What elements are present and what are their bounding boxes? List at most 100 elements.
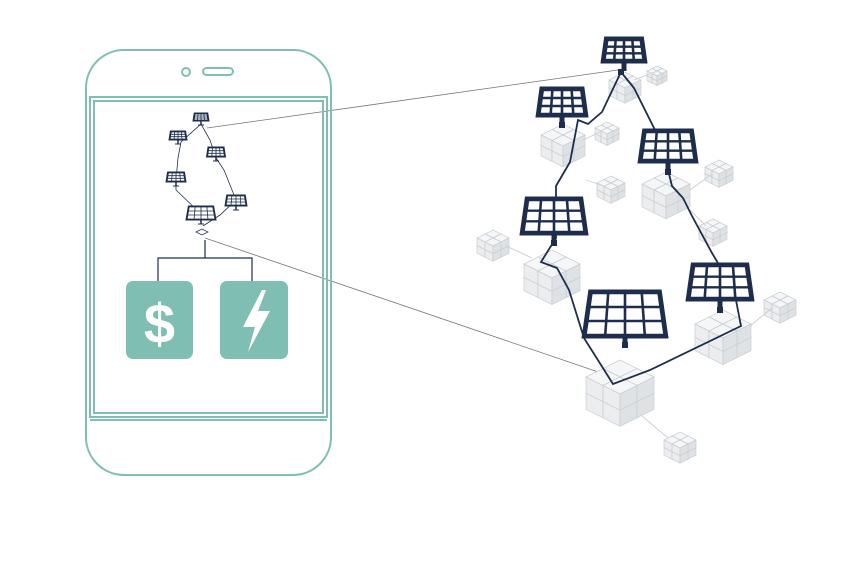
solar-panel-upper-right-cell	[681, 142, 692, 150]
block-cluster-left-satellite	[596, 175, 626, 204]
solar-panel-lower-right-cell	[693, 267, 706, 276]
mini-solar-panel-4-cell	[180, 176, 184, 178]
mini-solar-panel-2-cell	[178, 134, 182, 137]
mini-solar-panel-2-cell	[182, 137, 186, 139]
mini-solar-panel-6-cell	[207, 211, 214, 215]
connector-lines	[505, 73, 773, 439]
solar-panel-upper-left-cell	[552, 107, 561, 113]
tree-branch	[157, 257, 253, 282]
solar-panel-middle-left-cell	[568, 201, 581, 210]
mini-solar-panel-4-cell	[180, 178, 185, 181]
solar-panel-middle-left-cell	[569, 211, 582, 221]
solar-panel-upper-right-cell	[657, 133, 667, 141]
mini-solar-panel-1-cell	[204, 118, 208, 120]
solar-panel-upper-right-post	[665, 163, 671, 171]
mini-solar-panel-1-cell	[198, 114, 201, 116]
solar-panel-lower-right-cell	[690, 288, 705, 297]
block-cluster-upper-left-satellite	[594, 121, 620, 146]
mini-solar-panel-2-cell	[174, 132, 178, 134]
panel-junction-5	[717, 307, 723, 313]
mini-solar-panel-6-cell	[201, 211, 208, 215]
satellite-connector-6	[505, 245, 533, 259]
mini-solar-panel-5-cell	[236, 196, 241, 199]
mini-solar-panel-6-cell	[195, 207, 201, 211]
mini-solar-panel-2-cell	[174, 137, 178, 139]
mini-solar-panel-5-cell	[227, 196, 232, 199]
solar-panel-lower-right-cell	[721, 267, 733, 276]
solar-panel-lower-right-cell	[692, 277, 705, 287]
mini-solar-panel-3-cell	[216, 148, 220, 151]
mini-solar-panel-2-cell	[170, 134, 175, 137]
mini-solar-panel-3-cell	[216, 153, 220, 156]
solar-panel-upper-right-cell	[669, 142, 680, 150]
mini-solar-panel-6-cell	[189, 207, 195, 211]
mini-solar-panel-4-cell	[167, 178, 172, 181]
block-cluster-right-lower-satellite	[763, 291, 797, 324]
block-cluster-left-satellite-cube	[603, 182, 619, 198]
mini-solar-panel-1-cell	[204, 116, 208, 118]
mini-solar-panel-2	[168, 130, 188, 145]
mini-solar-panel-4-cell	[176, 178, 180, 181]
mini-solar-panel-4-cell	[180, 173, 184, 176]
mini-solar-panel-6	[185, 205, 217, 225]
mini-solar-panel-2-cell	[181, 134, 186, 137]
solar-panel-middle-left-cell	[540, 222, 553, 231]
block-cluster-top-satellite-cube	[651, 70, 663, 82]
solar-panel-upper-left-post	[559, 117, 565, 125]
mini-solar-panel-1-cell	[201, 114, 204, 116]
block-cluster-right-middle-satellite-cube	[705, 225, 721, 241]
block-cluster-top-satellite	[646, 65, 668, 87]
satellite-connector-5	[689, 209, 707, 227]
mini-solar-panel-4-cell	[172, 176, 176, 178]
mini-solar-panel-5-cell	[227, 199, 232, 202]
solar-panel-upper-right-cell	[669, 151, 680, 159]
solar-panel-upper-left-cell	[543, 91, 551, 97]
solar-panel-bottom-center-cell	[588, 308, 606, 320]
block-cluster-bottom-center	[585, 359, 655, 427]
solar-panel-upper-left-cell	[552, 99, 561, 105]
solar-panel-middle-left-cell	[555, 211, 568, 221]
smartphone	[85, 49, 332, 476]
mini-solar-panel-4-cell	[172, 173, 176, 176]
solar-panel-top-cell	[625, 47, 632, 53]
solar-panel-upper-right-cell	[644, 142, 655, 150]
satellite-connector-3	[585, 179, 605, 187]
block-cluster-upper-left-satellite-cube	[600, 127, 614, 141]
mini-solar-panel-1-cell	[198, 118, 201, 120]
solar-panel-middle-left-cell	[569, 222, 584, 231]
solar-panel-top-cell	[633, 41, 641, 46]
phone-screen-inner	[93, 100, 324, 414]
solar-panel-top-cell	[616, 47, 623, 53]
mini-solar-panel-5-cell	[240, 199, 245, 202]
solar-panel-lower-right-cell	[707, 267, 719, 276]
mini-solar-panel-5-cell	[241, 202, 246, 205]
mini-solar-panel-4-cell	[168, 176, 172, 178]
mini-block-node	[195, 228, 209, 236]
mini-solar-panel-3-cell	[220, 151, 224, 153]
phone-screen	[89, 96, 328, 418]
solar-panel-middle-left-cell	[541, 201, 553, 210]
solar-panel-middle-left-cell	[526, 211, 539, 221]
mini-solar-panel-3-cell	[208, 153, 212, 156]
solar-panel-bottom-center	[581, 289, 669, 346]
mini-solar-panel-3	[205, 146, 227, 162]
mini-solar-panel-6-cell	[201, 207, 207, 211]
main-link-path	[539, 71, 743, 386]
solar-panel-bottom-center-cell	[643, 294, 660, 306]
block-cluster-upper-left-cube	[551, 134, 575, 158]
mini-solar-panel-6-cell	[194, 215, 201, 219]
mini-solar-panel-1-cell	[201, 118, 204, 120]
mini-solar-panel-4-post	[175, 182, 177, 186]
block-cluster-upper-left	[540, 123, 586, 168]
solar-panel-top-cell	[605, 54, 614, 59]
solar-panel-top-post	[621, 63, 627, 71]
mini-solar-panel-4-cell	[176, 173, 180, 176]
solar-panel-upper-right-cell	[656, 151, 667, 159]
block-cluster-right-lower-satellite-cube	[771, 299, 789, 317]
money-tile: $	[126, 281, 193, 359]
solar-panel-bottom-center-cell	[644, 308, 662, 320]
block-cluster-far-left-satellite	[476, 229, 510, 262]
mini-solar-panel-3-cell	[208, 151, 212, 153]
callout-line-bottom	[204, 237, 611, 377]
mini-solar-panel-1-cell	[198, 116, 201, 118]
